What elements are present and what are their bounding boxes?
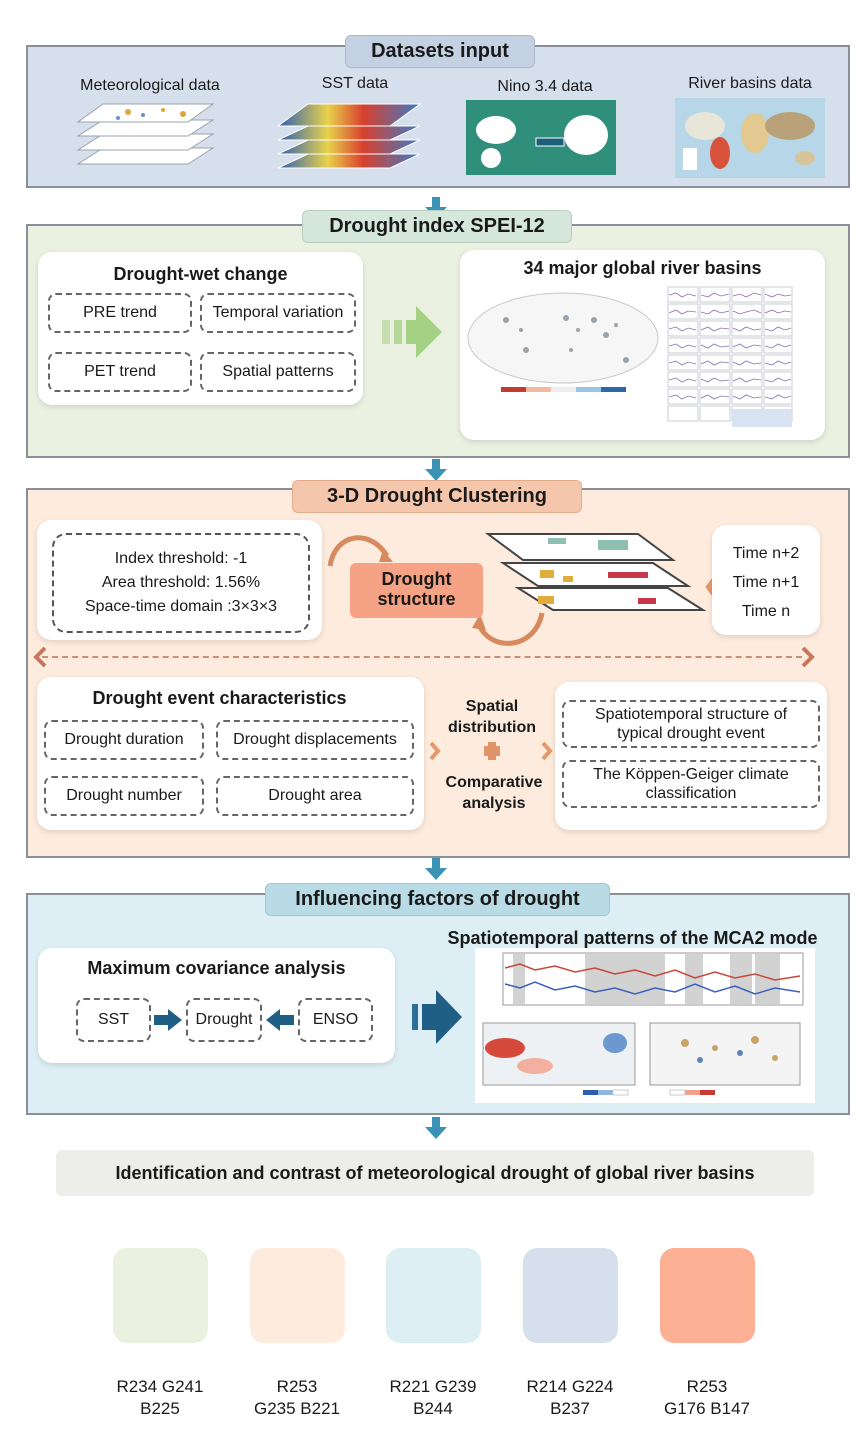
swatch-lightblue-label-line1: R221 G239 bbox=[389, 1377, 477, 1396]
sst-box: SST bbox=[76, 998, 151, 1042]
threshold-card bbox=[37, 520, 322, 640]
river-basins-map-image bbox=[675, 98, 825, 178]
drought-displacements-box: Drought displacements bbox=[216, 720, 414, 760]
swatch-lavender-label-line2: B237 bbox=[550, 1399, 590, 1418]
river-basins-label: River basins data bbox=[688, 75, 812, 92]
space-time-domain-text: Space-time domain :3×3×3 bbox=[84, 598, 278, 615]
big-arrow-right-icon bbox=[412, 990, 462, 1044]
time-n-label: Time n bbox=[741, 603, 791, 620]
swatch-orange-label: R253 G176 B147 bbox=[647, 1376, 767, 1420]
global-basins-map-image bbox=[467, 292, 659, 392]
drought-area-box: Drought area bbox=[216, 776, 414, 816]
river-basins-title: 34 major global river basins bbox=[523, 258, 762, 278]
clustering-title: 3-D Drought Clustering bbox=[292, 480, 582, 513]
pre-trend-box: PRE trend bbox=[48, 293, 192, 333]
drought-wet-title: Drought-wet change bbox=[113, 264, 288, 284]
divider-left-chevron-icon bbox=[33, 646, 47, 668]
swatch-peach-label: R253 G235 B221 bbox=[237, 1376, 357, 1420]
koppen-geiger-line2: classification bbox=[645, 785, 737, 802]
chevron-right-small-icon bbox=[429, 741, 441, 761]
flow-arrow-2 bbox=[425, 459, 447, 481]
event-characteristics-title: Drought event characteristics bbox=[92, 688, 347, 708]
green-arrow-icon bbox=[382, 306, 442, 358]
drought-duration-box: Drought duration bbox=[44, 720, 204, 760]
pet-trend-box: PET trend bbox=[48, 352, 192, 392]
swatch-green-label: R234 G241 B225 bbox=[100, 1376, 220, 1420]
influencing-title: Influencing factors of drought bbox=[265, 883, 610, 916]
time-n2-label: Time n+2 bbox=[732, 545, 800, 562]
basin-timeseries-grid-image bbox=[666, 285, 794, 430]
datasets-title: Datasets input bbox=[345, 35, 535, 68]
swatch-lavender-label: R214 G224 B237 bbox=[510, 1376, 630, 1420]
meteorological-stack-image bbox=[76, 103, 215, 165]
flow-arrow-4 bbox=[425, 1117, 447, 1139]
sst-label: SST data bbox=[321, 75, 389, 92]
koppen-geiger-line1: The Köppen-Geiger climate bbox=[593, 765, 789, 783]
flow-arrow-3 bbox=[425, 858, 447, 880]
temporal-variation-box: Temporal variation bbox=[200, 293, 356, 333]
swatch-green-label-line2: B225 bbox=[140, 1399, 180, 1418]
sst-stack-image bbox=[276, 103, 422, 169]
spatial-distribution-line1: Spatial bbox=[465, 698, 519, 715]
divider-right-chevron-icon bbox=[801, 646, 815, 668]
swatch-lavender bbox=[523, 1248, 618, 1343]
swatch-orange-label-line1: R253 bbox=[686, 1377, 728, 1396]
swatch-green bbox=[113, 1248, 208, 1343]
swatch-peach bbox=[250, 1248, 345, 1343]
time-card bbox=[712, 525, 820, 635]
drought-structure-button: Drought structure bbox=[350, 563, 483, 618]
enso-box: ENSO bbox=[298, 998, 373, 1042]
swatch-green-label-line1: R234 G241 bbox=[116, 1377, 204, 1396]
nino-map-image bbox=[466, 100, 616, 175]
spatiotemporal-structure-box: Spatiotemporal structure of typical drou… bbox=[562, 700, 820, 748]
comparative-analysis-line2: analysis bbox=[462, 795, 526, 812]
swatch-lavender-label-line1: R214 G224 bbox=[526, 1377, 614, 1396]
time-layers-image bbox=[484, 533, 707, 611]
chevron-right-small-icon-2 bbox=[541, 741, 553, 761]
swatch-orange-label-line2: G176 B147 bbox=[663, 1399, 750, 1418]
swatch-peach-label-line1: R253 bbox=[276, 1377, 318, 1396]
drought-box: Drought bbox=[186, 998, 262, 1042]
mca-title: Maximum covariance analysis bbox=[87, 958, 346, 978]
section-divider bbox=[42, 656, 802, 658]
swatch-lightblue bbox=[386, 1248, 481, 1343]
arrow-right-icon bbox=[154, 1009, 182, 1031]
swatch-peach-label-line2: G235 B221 bbox=[253, 1399, 340, 1418]
connector-cross-icon bbox=[484, 742, 500, 760]
spatial-patterns-box: Spatial patterns bbox=[200, 352, 356, 392]
mca2-figure-image bbox=[475, 948, 815, 1103]
comparative-analysis-line1: Comparative bbox=[445, 774, 543, 791]
koppen-geiger-box: The Köppen-Geiger climate classification bbox=[562, 760, 820, 808]
drought-structure-line1: Drought bbox=[381, 569, 452, 589]
time-n1-label: Time n+1 bbox=[732, 574, 800, 591]
spatiotemporal-structure-line2: typical drought event bbox=[617, 725, 765, 742]
nino-label: Nino 3.4 data bbox=[497, 78, 593, 95]
spatial-distribution-line2: distribution bbox=[448, 719, 536, 736]
mca2-title: Spatiotemporal patterns of the MCA2 mode bbox=[447, 928, 818, 948]
area-threshold-text: Area threshold: 1.56% bbox=[101, 574, 261, 591]
arrow-left-icon bbox=[266, 1009, 294, 1031]
drought-structure-line2: structure bbox=[377, 589, 456, 609]
index-threshold-text: Index threshold: -1 bbox=[114, 550, 248, 567]
curved-arrow-top-icon bbox=[327, 535, 393, 567]
swatch-lightblue-label: R221 G239 B244 bbox=[373, 1376, 493, 1420]
curved-arrow-bottom-icon bbox=[472, 612, 545, 646]
swatch-orange bbox=[660, 1248, 755, 1343]
meteorological-label: Meteorological data bbox=[80, 77, 220, 94]
threshold-dashed-box bbox=[52, 533, 310, 633]
spatiotemporal-structure-line1: Spatiotemporal structure of bbox=[594, 705, 788, 723]
drought-number-box: Drought number bbox=[44, 776, 204, 816]
final-result-box: Identification and contrast of meteorolo… bbox=[56, 1150, 814, 1196]
swatch-lightblue-label-line2: B244 bbox=[413, 1399, 453, 1418]
spei-title: Drought index SPEI-12 bbox=[302, 210, 572, 243]
